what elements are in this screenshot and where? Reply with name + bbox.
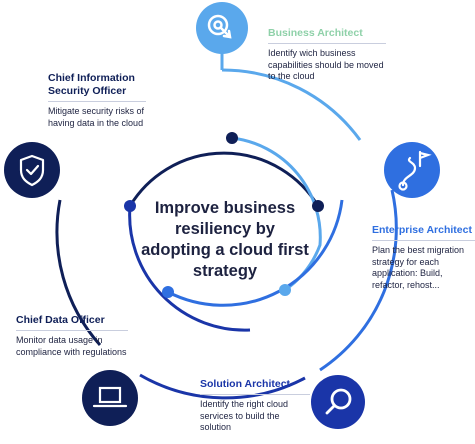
inner-arc-3 [167,199,344,307]
role-description: Monitor data usage in compliance with re… [16,335,127,357]
enterprise-architect-label: Enterprise Architect Plan the best migra… [372,224,475,291]
divider [200,394,310,395]
role-title: Business Architect [268,27,363,39]
outer-arc-right [319,189,398,372]
divider [48,101,146,102]
role-title: Enterprise Architect [372,224,472,236]
enterprise-architect-node[interactable] [384,142,440,198]
inner-arc-4 [128,205,251,332]
center-statement: Improve business resiliency by adopting … [141,199,309,280]
outer-arc-top [221,68,362,141]
divider [16,330,128,331]
role-description: Plan the best migration strategy for eac… [372,245,465,290]
divider [268,43,386,44]
dot-1 [226,132,238,144]
role-description: Identify wich business capabilities shou… [268,48,384,81]
inner-arc-1 [128,151,320,207]
chief-data-officer-node[interactable] [82,370,138,426]
click-target-icon [207,14,232,39]
business-architect-label: Business Architect Identify wich busines… [268,27,386,83]
role-title: Solution Architect [200,378,291,390]
role-title: Chief Data Officer [16,314,105,326]
role-title: Chief Information Security Officer [48,72,135,97]
chief-data-officer-label: Chief Data Officer Monitor data usage in… [16,314,128,358]
dot-4 [162,286,174,298]
route-flag-icon [398,150,432,191]
divider [372,240,475,241]
shield-check-icon [19,154,45,187]
role-description: Identify the right cloud services to bui… [200,399,289,432]
dot-2 [312,200,324,212]
solution-architect-node[interactable] [311,375,365,429]
magnifier-icon [325,388,352,415]
role-description: Mitigate security risks of having data i… [48,106,145,128]
dot-5 [124,200,136,212]
ciso-label: Chief Information Security Officer Mitig… [48,72,146,129]
dot-3 [279,284,291,296]
laptop-icon [92,386,128,408]
outer-arc-bottom [139,373,306,400]
solution-architect-label: Solution Architect Identify the right cl… [200,378,310,434]
business-architect-node[interactable] [196,2,248,54]
ciso-node[interactable] [4,142,60,198]
